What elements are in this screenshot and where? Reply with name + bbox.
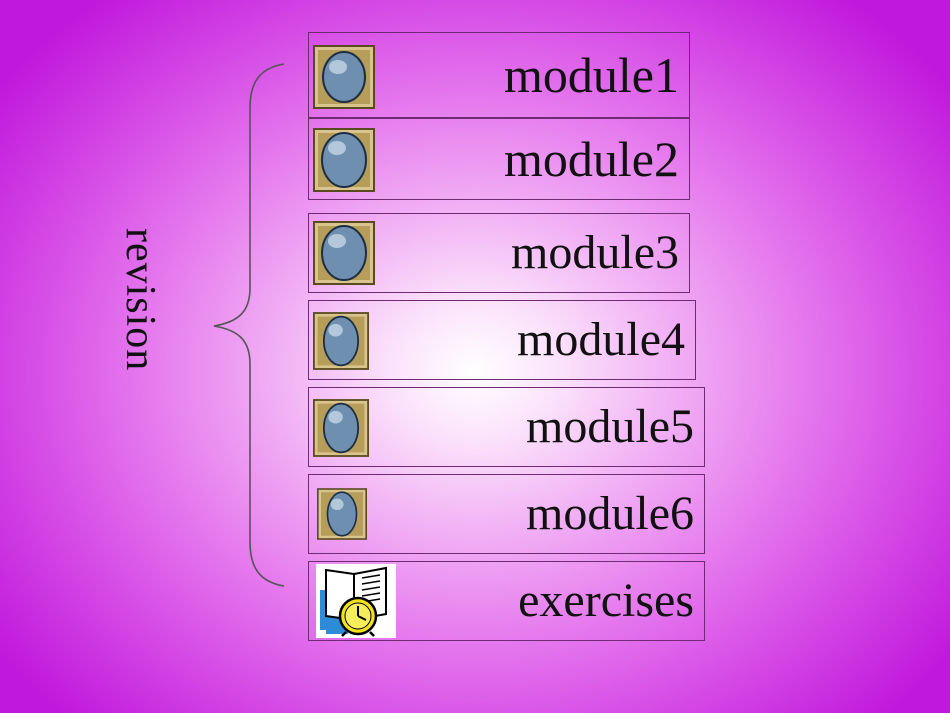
sphere-button-icon [313, 128, 375, 192]
module1-label: module1 [504, 47, 679, 103]
sphere-button-icon [317, 488, 367, 540]
module3-link[interactable]: module3 [308, 213, 690, 293]
module6-label: module6 [526, 487, 694, 540]
module2-label: module2 [504, 131, 679, 187]
curly-brace [213, 63, 285, 587]
module1-link[interactable]: module1 [308, 32, 690, 118]
revision-label: revision [117, 228, 163, 372]
module6-link[interactable]: module6 [308, 474, 705, 554]
sphere-button-icon [313, 221, 375, 285]
exercises-label: exercises [518, 574, 694, 627]
module2-link[interactable]: module2 [308, 118, 690, 200]
sphere-button-icon [313, 312, 369, 370]
module5-label: module5 [526, 400, 694, 453]
module3-label: module3 [511, 226, 679, 279]
module4-link[interactable]: module4 [308, 300, 696, 380]
sphere-button-icon [313, 45, 375, 109]
exercises-link[interactable]: exercises [308, 561, 705, 641]
module4-label: module4 [517, 313, 685, 366]
module5-link[interactable]: module5 [308, 387, 705, 467]
sphere-button-icon [313, 399, 369, 457]
book-clock-icon [316, 564, 396, 638]
